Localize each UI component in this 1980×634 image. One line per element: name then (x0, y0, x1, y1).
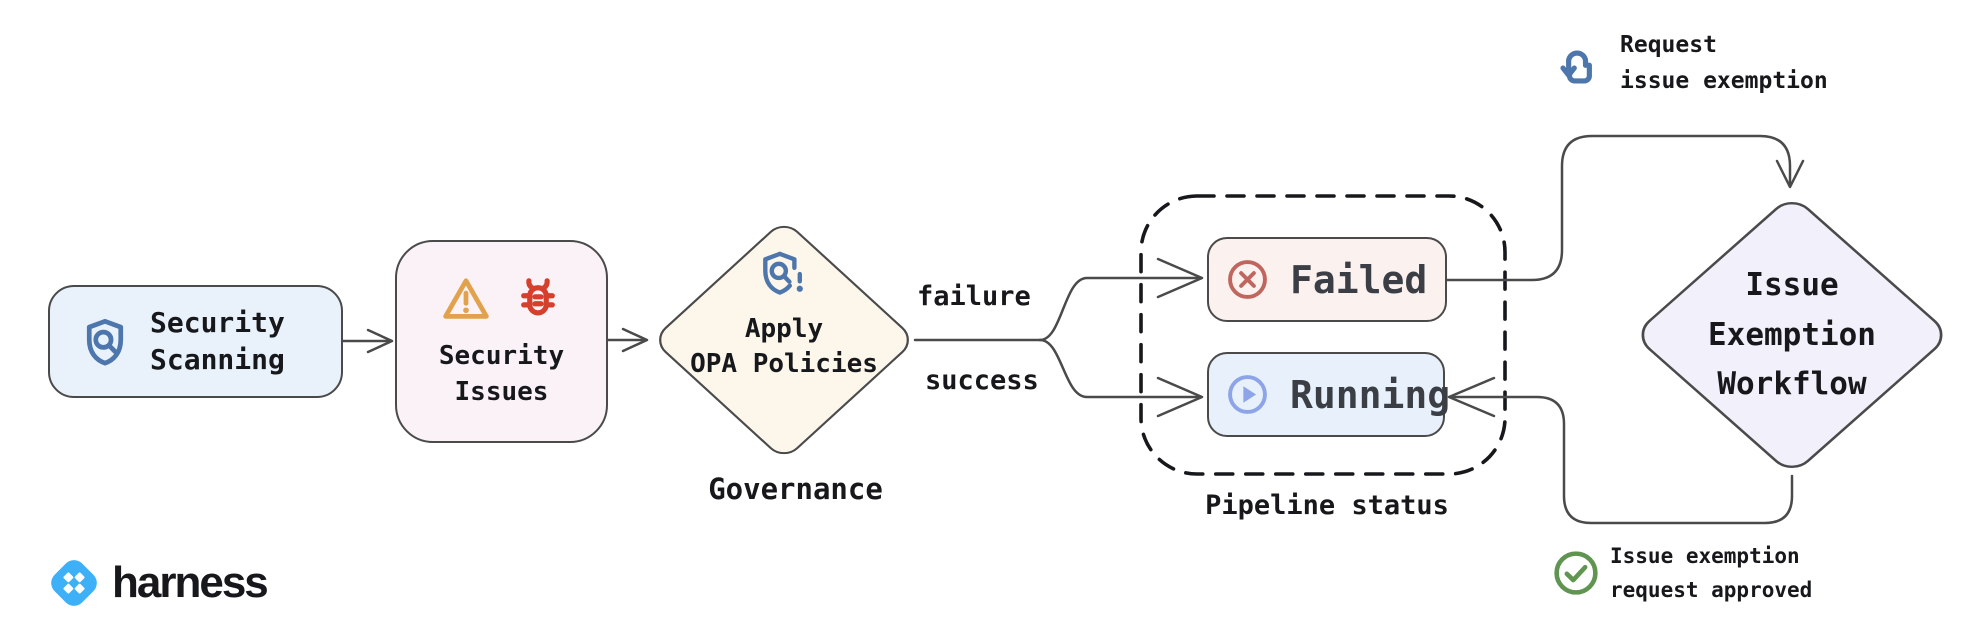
node-label: Issue Exemption Workflow (1708, 267, 1876, 403)
exemption-diamond-shape (1641, 202, 1943, 468)
harness-logo: harness (44, 553, 269, 613)
circle-x-icon (1225, 257, 1270, 302)
status-label: Running (1290, 372, 1451, 417)
node-security-issues: Security Issues (395, 240, 608, 443)
issue-icons (438, 273, 566, 325)
opa-diamond-shape (659, 225, 909, 455)
node-issue-exemption-workflow: Issue Exemption Workflow (1647, 261, 1937, 410)
warning-triangle-icon (438, 273, 494, 325)
check-circle-icon (1551, 548, 1601, 598)
request-exemption-annotation: Request issue exemption (1620, 32, 1828, 94)
edge-label-success: success (925, 365, 1039, 396)
bug-icon (510, 273, 566, 325)
pipeline-status-group-border (1139, 194, 1507, 476)
circle-play-icon (1225, 372, 1270, 417)
node-security-scanning: Security Scanning (48, 285, 343, 398)
node-label: Security Issues (438, 341, 565, 407)
approved-annotation: Issue exemption request approved (1610, 544, 1813, 602)
flow-arrows (341, 134, 1805, 525)
node-failed-status: Failed (1207, 237, 1447, 322)
node-apply-opa-policies: Apply OPA Policies (674, 246, 894, 382)
shield-search-icon (78, 311, 132, 373)
harness-logo-icon (44, 553, 104, 613)
status-label: Failed (1290, 257, 1428, 302)
harness-wordmark: harness (112, 558, 269, 607)
edge-label-failure: failure (917, 281, 1031, 312)
node-label: Apply OPA Policies (690, 314, 878, 380)
pipeline-status-caption: Pipeline status (1205, 490, 1449, 521)
node-label: Security Scanning (150, 306, 285, 376)
tap-request-icon (1552, 42, 1606, 100)
shield-policy-check-icon (757, 246, 811, 300)
node-running-status: Running (1207, 352, 1450, 437)
governance-caption: Governance (708, 472, 883, 506)
